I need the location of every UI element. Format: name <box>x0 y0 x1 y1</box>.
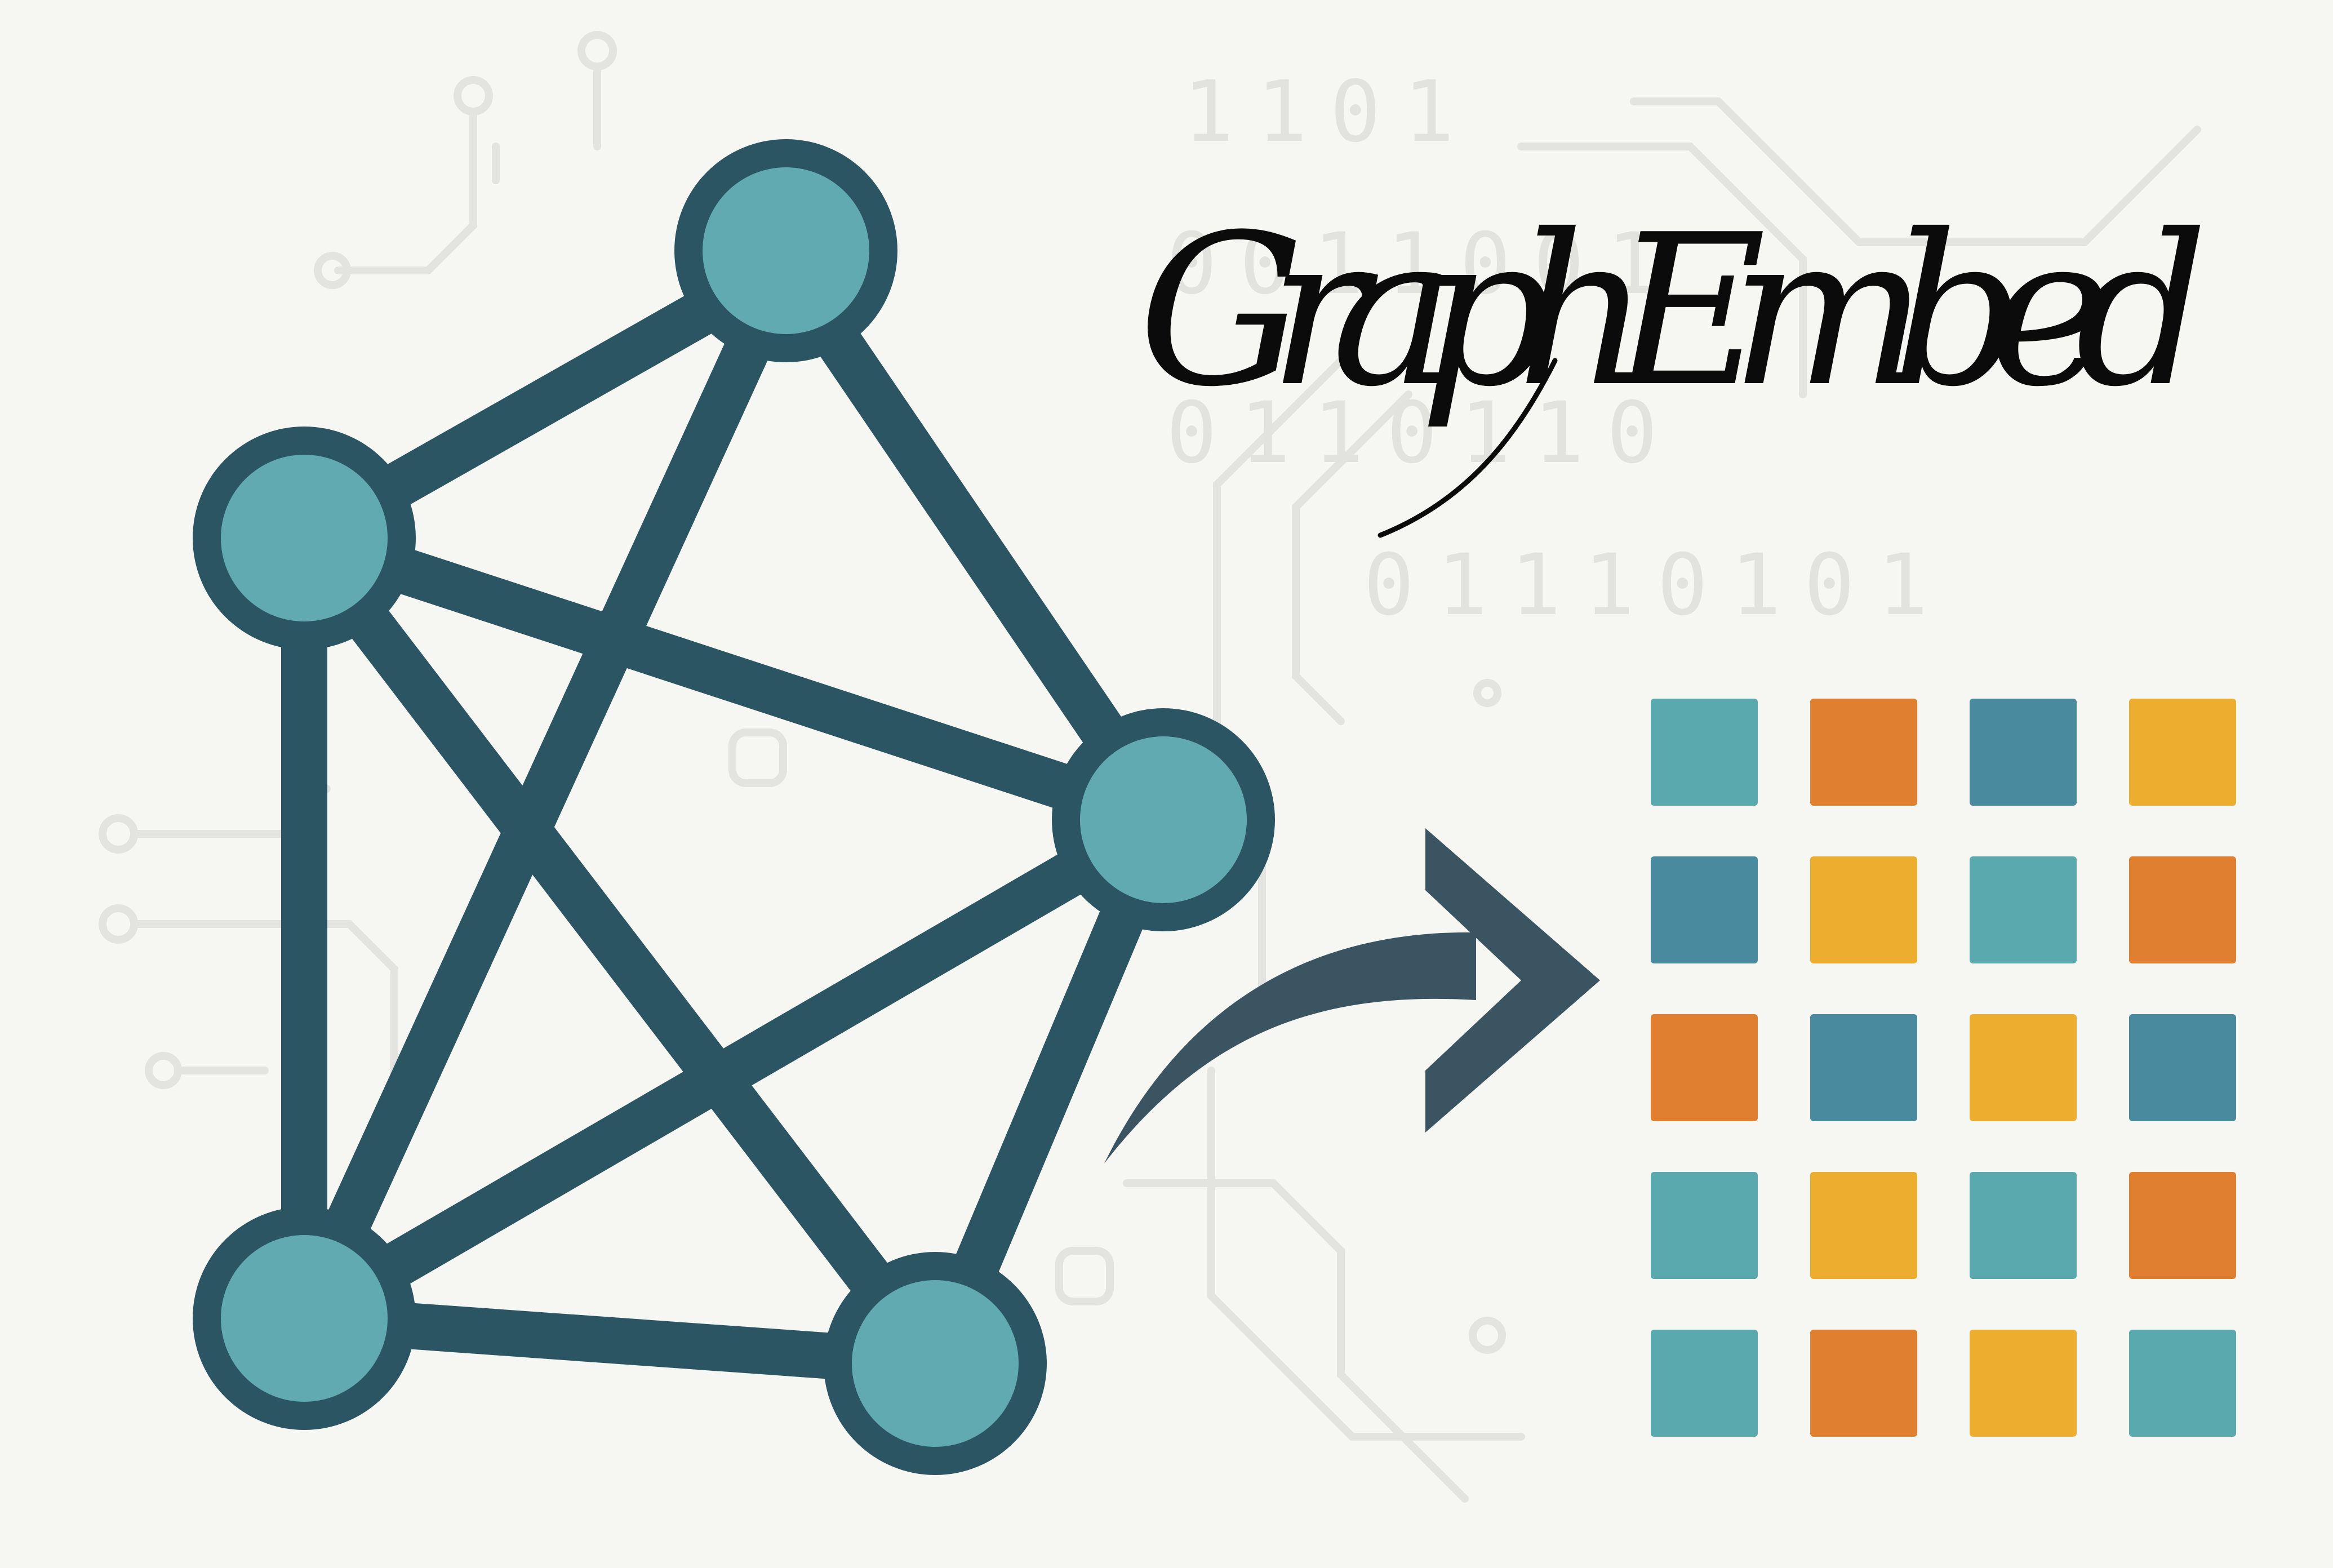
embedding-cell-r2-c1 <box>1651 856 1758 963</box>
node-top <box>674 139 897 362</box>
embedding-cell-r5-c2 <box>1810 1330 1917 1437</box>
embedding-cell-r4-c4 <box>2129 1172 2236 1279</box>
binary-line-1: 1101 <box>1183 63 1477 161</box>
embedding-cell-r1-c2 <box>1810 699 1917 806</box>
embedding-cell-r3-c1 <box>1651 1014 1758 1121</box>
edge-right-bottom-left <box>281 797 1187 1342</box>
embedding-cell-r3-c4 <box>2129 1014 2236 1121</box>
edge-top-right <box>763 242 1187 843</box>
embedding-cell-r5-c3 <box>1970 1330 2077 1437</box>
embedding-matrix <box>1651 699 2236 1437</box>
embedding-cell-r1-c4 <box>2129 699 2236 806</box>
graph-nodes <box>193 139 1275 1475</box>
binary-background: 1101 0011001 0110110 01110101 <box>1166 63 1950 634</box>
embedding-cell-r5-c4 <box>2129 1330 2236 1437</box>
embedding-cell-r1-c3 <box>1970 699 2077 806</box>
title-text: GraphEmbed <box>1138 190 2208 433</box>
edge-top-bottom-left <box>281 242 809 1342</box>
network-graph <box>193 139 1275 1475</box>
embedding-cell-r5-c1 <box>1651 1330 1758 1437</box>
embedding-cell-r2-c2 <box>1810 856 1917 963</box>
embedding-cell-r4-c3 <box>1970 1172 2077 1279</box>
embedding-cell-r3-c3 <box>1970 1014 2077 1121</box>
embedding-cell-r4-c2 <box>1810 1172 1917 1279</box>
binary-line-3: 0110110 <box>1166 384 1680 482</box>
embedding-cell-r2-c3 <box>1970 856 2077 963</box>
node-bottom-right <box>824 1252 1047 1475</box>
embedding-cell-r2-c4 <box>2129 856 2236 963</box>
node-left <box>193 427 416 650</box>
curved-arrow-right-icon <box>1104 828 1600 1163</box>
binary-line-2: 0011001 <box>1166 215 1680 313</box>
edge-left-right <box>281 515 1187 843</box>
embedding-cell-r1-c1 <box>1651 699 1758 806</box>
binary-line-4: 01110101 <box>1363 536 1950 634</box>
node-right <box>1052 708 1275 931</box>
edge-left-bottom-right <box>281 515 958 1387</box>
embedding-cell-r4-c1 <box>1651 1172 1758 1279</box>
node-bottom-left <box>193 1207 416 1430</box>
title-flourish <box>1377 358 1558 538</box>
circuit-background <box>99 31 2201 1503</box>
embedding-cell-r3-c2 <box>1810 1014 1917 1121</box>
